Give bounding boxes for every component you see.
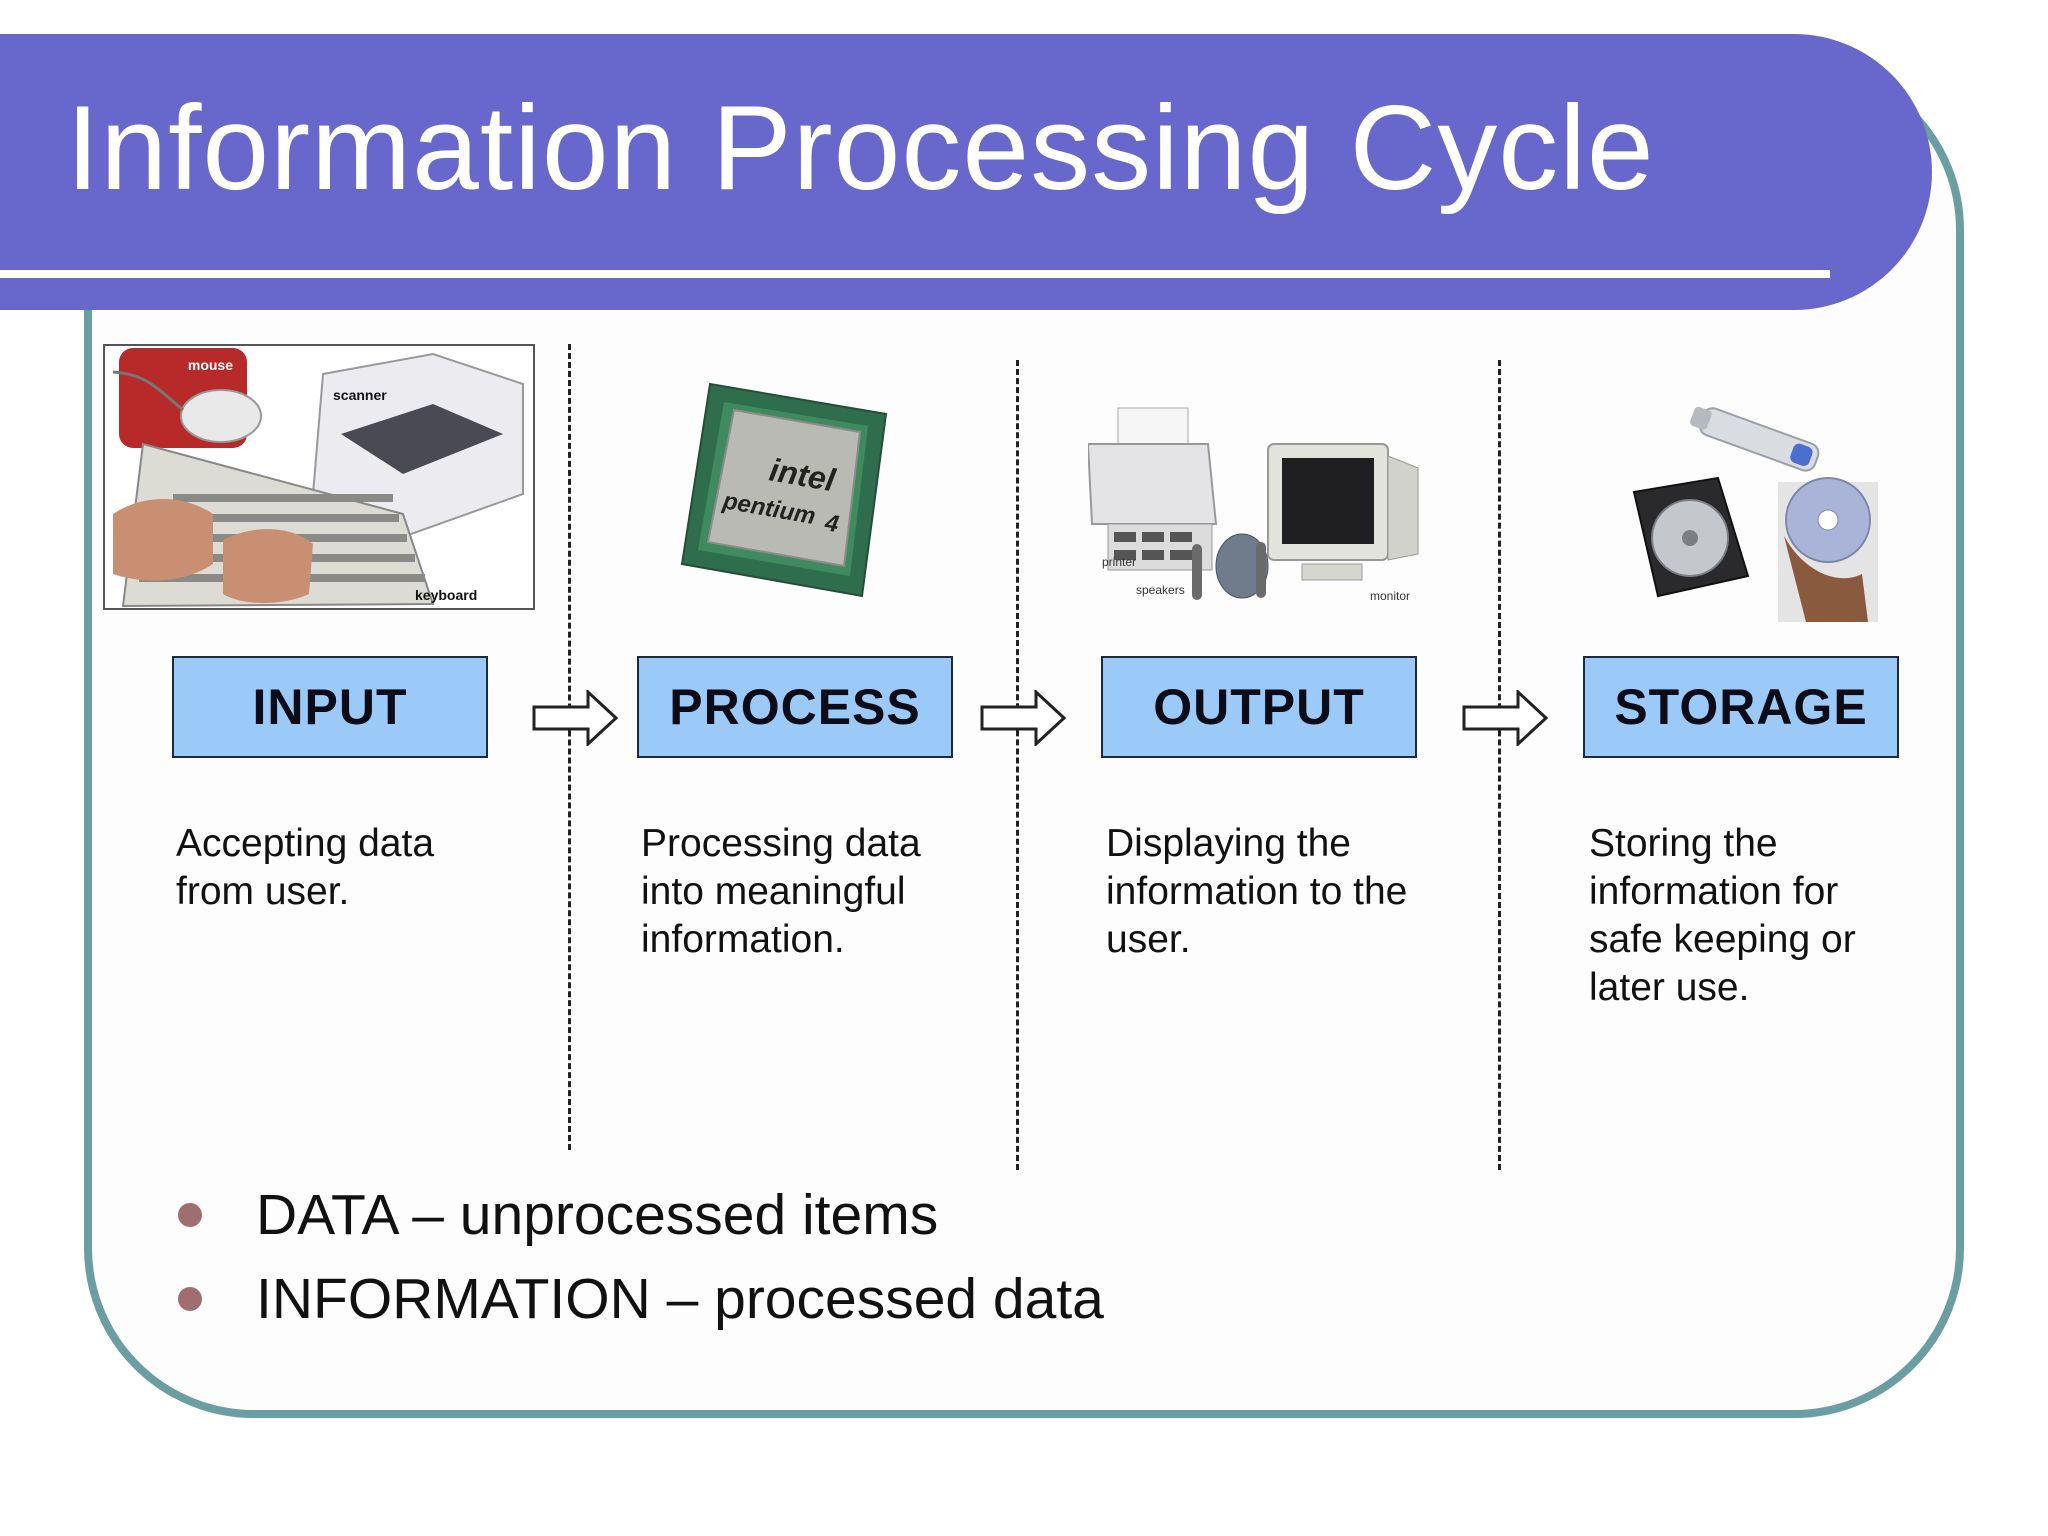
bullet-text: INFORMATION – processed data [256, 1267, 1104, 1331]
input-devices-image: mouse scanner keyboard [103, 344, 535, 610]
bullet-item: INFORMATION – processed data [178, 1266, 1104, 1332]
output-devices-image: printer speakers monitor [1088, 407, 1419, 603]
stage-label-input: INPUT [252, 679, 408, 735]
stage-box-output: OUTPUT [1101, 656, 1417, 758]
stage-description-storage: Storing the information for safe keeping… [1589, 822, 1856, 1009]
bullet-dot-icon [178, 1203, 202, 1227]
svg-text:4: 4 [822, 509, 841, 538]
stage-box-input: INPUT [172, 656, 488, 758]
stage-divider [1498, 360, 1501, 1170]
arrow-right-icon [980, 690, 1066, 746]
title-underline [0, 270, 1830, 278]
stage-divider [1016, 360, 1019, 1170]
stage-box-process: PROCESS [637, 656, 953, 758]
mouse-caption: mouse [188, 357, 233, 373]
stage-label-output: OUTPUT [1153, 679, 1365, 735]
arrow-right-icon [532, 690, 618, 746]
printer-caption: printer [1102, 555, 1136, 569]
slide-title: Information Processing Cycle [66, 81, 1655, 215]
bullet-text: DATA – unprocessed items [256, 1183, 939, 1247]
arrow-right-icon [1462, 690, 1548, 746]
scanner-caption: scanner [333, 387, 387, 403]
keyboard-caption: keyboard [415, 587, 477, 603]
stage-label-storage: STORAGE [1614, 679, 1868, 735]
processor-image: intel pentium 4 [680, 382, 888, 598]
speakers-caption: speakers [1136, 583, 1185, 597]
storage-devices-image [1632, 406, 1878, 622]
stage-divider [568, 344, 571, 1150]
bullet-item: DATA – unprocessed items [178, 1182, 938, 1248]
stage-label-process: PROCESS [669, 679, 921, 735]
stage-description-input: Accepting data from user. [176, 822, 435, 913]
stage-description-process: Processing data into meaningful informat… [641, 822, 921, 961]
monitor-caption: monitor [1370, 589, 1410, 603]
stage-box-storage: STORAGE [1583, 656, 1899, 758]
bullet-dot-icon [178, 1287, 202, 1311]
title-band [0, 34, 1932, 310]
stage-description-output: Displaying the information to the user. [1106, 822, 1408, 961]
